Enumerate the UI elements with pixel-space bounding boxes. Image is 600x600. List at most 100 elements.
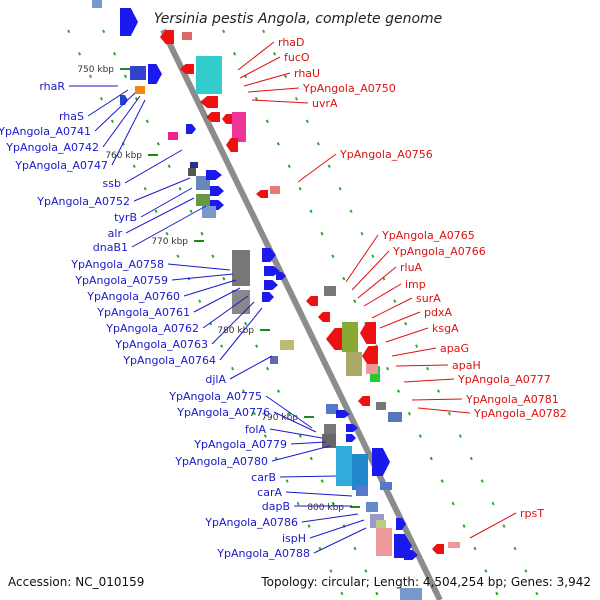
gene-label-left[interactable]: YpAngola_A0742 <box>5 141 99 154</box>
gene-label-left[interactable]: YpAngola_A0786 <box>204 516 298 529</box>
gene-label-left[interactable]: YpAngola_A0764 <box>122 354 216 367</box>
leader-line <box>202 295 249 329</box>
gene-label-right[interactable]: rhaD <box>278 36 305 49</box>
feature-tracks <box>67 0 541 600</box>
leader-line <box>193 287 241 313</box>
gene-label-right[interactable]: YpAngola_A0750 <box>302 82 396 95</box>
gene-label-right[interactable]: YpAngola_A0766 <box>392 245 486 258</box>
gene-label-right[interactable]: YpAngola_A0765 <box>381 229 475 242</box>
gene-label-right[interactable]: ksgA <box>432 322 459 335</box>
gene-feature-block <box>342 322 358 352</box>
gene-label-left[interactable]: YpAngola_A0788 <box>216 547 310 560</box>
gene-feature-block <box>400 588 422 600</box>
gene-feature-block <box>280 340 294 350</box>
gene-feature-block <box>196 194 210 206</box>
forward-gene-feature <box>120 95 128 105</box>
genome-title: Yersinia pestis Angola, complete genome <box>154 11 443 27</box>
leader-line <box>417 407 471 414</box>
reverse-gene-feature <box>318 312 330 322</box>
gene-label-right[interactable]: apaH <box>452 359 481 372</box>
gene-label-left[interactable]: rhaR <box>39 80 65 93</box>
leader-line <box>237 41 275 71</box>
leader-line <box>229 355 273 380</box>
gene-label-left[interactable]: YpAngola_A0775 <box>168 390 262 403</box>
gene-label-right[interactable]: pdxA <box>424 306 452 319</box>
gene-label-right[interactable]: imp <box>405 278 426 291</box>
gene-feature-block <box>380 482 392 490</box>
leader-line <box>395 364 449 367</box>
gene-label-left[interactable]: djlA <box>205 373 226 386</box>
gene-feature-block <box>366 502 378 512</box>
gene-label-left[interactable]: carB <box>251 471 276 484</box>
gene-label-left[interactable]: YpAngola_A0761 <box>96 306 190 319</box>
leader-line <box>309 519 365 539</box>
leader-line <box>385 327 429 343</box>
forward-gene-feature <box>276 272 286 280</box>
leader-line <box>243 72 291 87</box>
gene-feature-block <box>232 250 250 286</box>
gene-label-right[interactable]: YpAngola_A0777 <box>457 373 551 386</box>
gene-label-left[interactable]: alr <box>108 227 123 240</box>
gene-label-left[interactable]: YpAngola_A0759 <box>74 274 168 287</box>
topology-text: Topology: circular; Length: 4,504,254 bp… <box>260 575 591 589</box>
gene-feature-block <box>376 402 386 410</box>
leader-line <box>133 177 191 202</box>
leader-line <box>285 491 353 497</box>
gene-label-left[interactable]: YpAngola_A0760 <box>86 290 180 303</box>
gene-label-left[interactable]: dnaB1 <box>93 241 128 254</box>
gene-feature-block <box>326 404 338 414</box>
leader-line <box>265 395 313 429</box>
reverse-gene-feature <box>226 138 238 152</box>
gene-label-left[interactable]: YpAngola_A0747 <box>14 159 108 172</box>
accession-text: Accession: NC_010159 <box>8 575 144 589</box>
gene-label-left[interactable]: dapB <box>262 500 290 513</box>
gene-label-right[interactable]: surA <box>416 292 441 305</box>
gene-feature-block <box>352 454 368 490</box>
gene-label-right[interactable]: YpAngola_A0782 <box>473 407 567 420</box>
gene-feature-block <box>322 434 336 448</box>
gene-label-right[interactable]: apaG <box>440 342 469 355</box>
gene-label-left[interactable]: YpAngola_A0758 <box>70 258 164 271</box>
genome-backbone <box>160 28 443 600</box>
gene-label-left[interactable]: carA <box>257 486 282 499</box>
gene-label-left[interactable]: folA <box>245 423 267 436</box>
feature-labels: rhaRrhaSYpAngola_A0741YpAngola_A0742YpAn… <box>0 36 567 560</box>
reverse-gene-feature <box>432 544 444 554</box>
forward-gene-feature <box>262 248 276 262</box>
gene-label-right[interactable]: rpsT <box>520 507 544 520</box>
tick-label: 790 kbp <box>261 413 298 423</box>
gene-label-left[interactable]: YpAngola_A0762 <box>105 322 199 335</box>
gene-label-left[interactable]: YpAngola_A0741 <box>0 125 91 138</box>
gene-feature-block <box>232 112 246 142</box>
gene-label-right[interactable]: YpAngola_A0781 <box>465 393 559 406</box>
gene-label-right[interactable]: rhaU <box>294 67 320 80</box>
gene-label-left[interactable]: YpAngola_A0780 <box>174 455 268 468</box>
leader-line <box>403 378 455 383</box>
gene-label-left[interactable]: rhaS <box>59 110 84 123</box>
forward-gene-feature <box>264 280 278 290</box>
gene-label-right[interactable]: fucO <box>284 51 310 64</box>
gene-label-left[interactable]: YpAngola_A0779 <box>193 438 287 451</box>
leader-line <box>140 187 193 218</box>
gene-label-right[interactable]: rluA <box>400 261 423 274</box>
leader-line <box>357 266 397 299</box>
leader-line <box>111 99 146 166</box>
gene-label-left[interactable]: ssb <box>103 177 121 190</box>
gene-label-left[interactable]: ispH <box>282 532 306 545</box>
leader-line <box>131 205 207 248</box>
gene-label-right[interactable]: YpAngola_A0756 <box>339 148 433 161</box>
gene-label-left[interactable]: tyrB <box>114 211 137 224</box>
leader-line <box>313 527 367 554</box>
gene-label-left[interactable]: YpAngola_A0763 <box>114 338 208 351</box>
gene-label-left[interactable]: YpAngola_A0752 <box>36 195 130 208</box>
gene-label-left[interactable]: YpAngola_A0776 <box>176 406 270 419</box>
label-leader-lines <box>69 41 517 554</box>
gene-feature-block <box>92 0 102 8</box>
gene-label-right[interactable]: uvrA <box>312 97 338 110</box>
forward-gene-feature <box>262 292 274 302</box>
reverse-gene-feature <box>358 396 370 406</box>
leader-line <box>247 87 300 93</box>
reverse-gene-feature <box>206 112 220 122</box>
reverse-gene-feature <box>180 64 194 74</box>
